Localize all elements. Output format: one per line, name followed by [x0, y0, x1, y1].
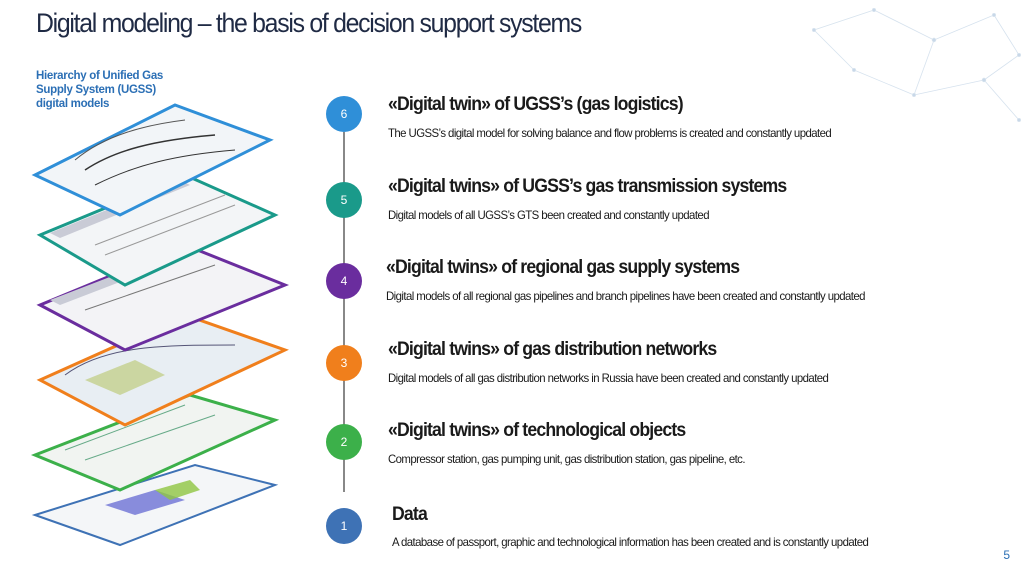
level-5-badge: 5 [326, 182, 362, 218]
level-5-description: Digital models of all UGSS’s GTS been cr… [388, 208, 710, 222]
level-2-badge: 2 [326, 424, 362, 460]
slide-title: Digital modeling – the basis of decision… [36, 8, 582, 38]
level-4-description: Digital models of all regional gas pipel… [386, 289, 865, 303]
hierarchy-caption: Hierarchy of Unified Gas Supply System (… [36, 70, 164, 110]
layer-6 [31, 103, 274, 217]
network-decoration [811, 7, 1021, 123]
layer-1 [31, 463, 279, 547]
level-6-badge: 6 [326, 96, 362, 132]
level-1-heading: Data [392, 504, 428, 525]
level-1-description: A database of passport, graphic and tech… [392, 535, 869, 549]
level-4-badge: 4 [326, 263, 362, 299]
connector-line [343, 132, 345, 492]
level-6-heading: «Digital twin» of UGSS’s (gas logistics) [388, 94, 684, 115]
model-layers-illustration [30, 103, 290, 547]
level-2-description: Compressor station, gas pumping unit, ga… [388, 452, 745, 466]
level-5-heading: «Digital twins» of UGSS’s gas transmissi… [388, 176, 787, 197]
level-3-badge: 3 [326, 345, 362, 381]
page-number: 5 [1003, 548, 1010, 562]
level-1-badge: 1 [326, 508, 362, 544]
level-3-heading: «Digital twins» of gas distribution netw… [388, 339, 717, 360]
level-3-description: Digital models of all gas distribution n… [388, 371, 829, 385]
level-6-description: The UGSS’s digital model for solving bal… [388, 126, 832, 140]
level-4-heading: «Digital twins» of regional gas supply s… [386, 257, 740, 278]
level-2-heading: «Digital twins» of technological objects [388, 420, 686, 441]
